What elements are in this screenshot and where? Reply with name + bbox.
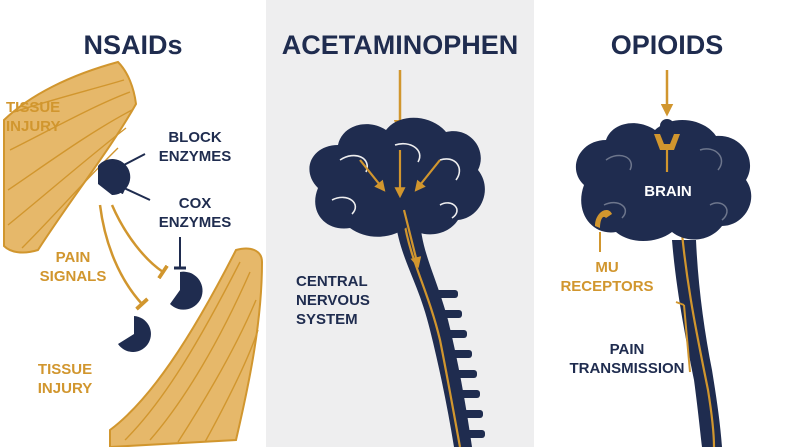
brain-label: BRAIN [644, 183, 692, 200]
pain-signal-path [98, 204, 149, 311]
arrow-down-icon [359, 150, 441, 269]
vertebrae-icon [436, 290, 485, 438]
spinal-cord-icon [395, 215, 472, 447]
central-nervous-system-label: CENTRAL NERVOUS SYSTEM [296, 273, 370, 328]
brain-icon [575, 119, 752, 241]
block-enzymes-label: BLOCK ENZYMES [158, 129, 232, 165]
receptor-icon [595, 209, 612, 252]
pain-transmission-line [678, 209, 716, 447]
pain-transmission-label: PAIN TRANSMISSION [569, 341, 685, 377]
tissue-injury-label-bottom: TISSUE INJURY [37, 361, 93, 397]
cox-enzymes-label: COX ENZYMES [158, 195, 232, 231]
pain-signal-path [110, 204, 169, 280]
enzyme-pacman-icon [170, 271, 203, 310]
acetaminophen-title: ACETAMINOPHEN [281, 30, 519, 60]
opioids-title: OPIOIDS [610, 30, 724, 60]
nsaids-title: NSAIDs [83, 30, 183, 60]
inhibit-arrow-icon [113, 153, 146, 175]
receptor-icon [654, 119, 680, 172]
brain-icon [309, 117, 485, 237]
enzyme-pacman-icon [118, 316, 151, 352]
inhibit-arrow-icon [120, 181, 151, 201]
mu-receptors-label: MU RECEPTORS [560, 259, 654, 295]
spinal-nerve-line [402, 219, 462, 447]
tissue-injury-label-top: TISSUE INJURY [6, 99, 61, 135]
muscle-fiber-icon [3, 60, 138, 254]
pain-transmission-connector [683, 304, 691, 373]
pain-signals-label: PAIN SIGNALS [39, 249, 107, 285]
muscle-fiber-icon [109, 247, 264, 447]
brain-folds [603, 148, 728, 221]
